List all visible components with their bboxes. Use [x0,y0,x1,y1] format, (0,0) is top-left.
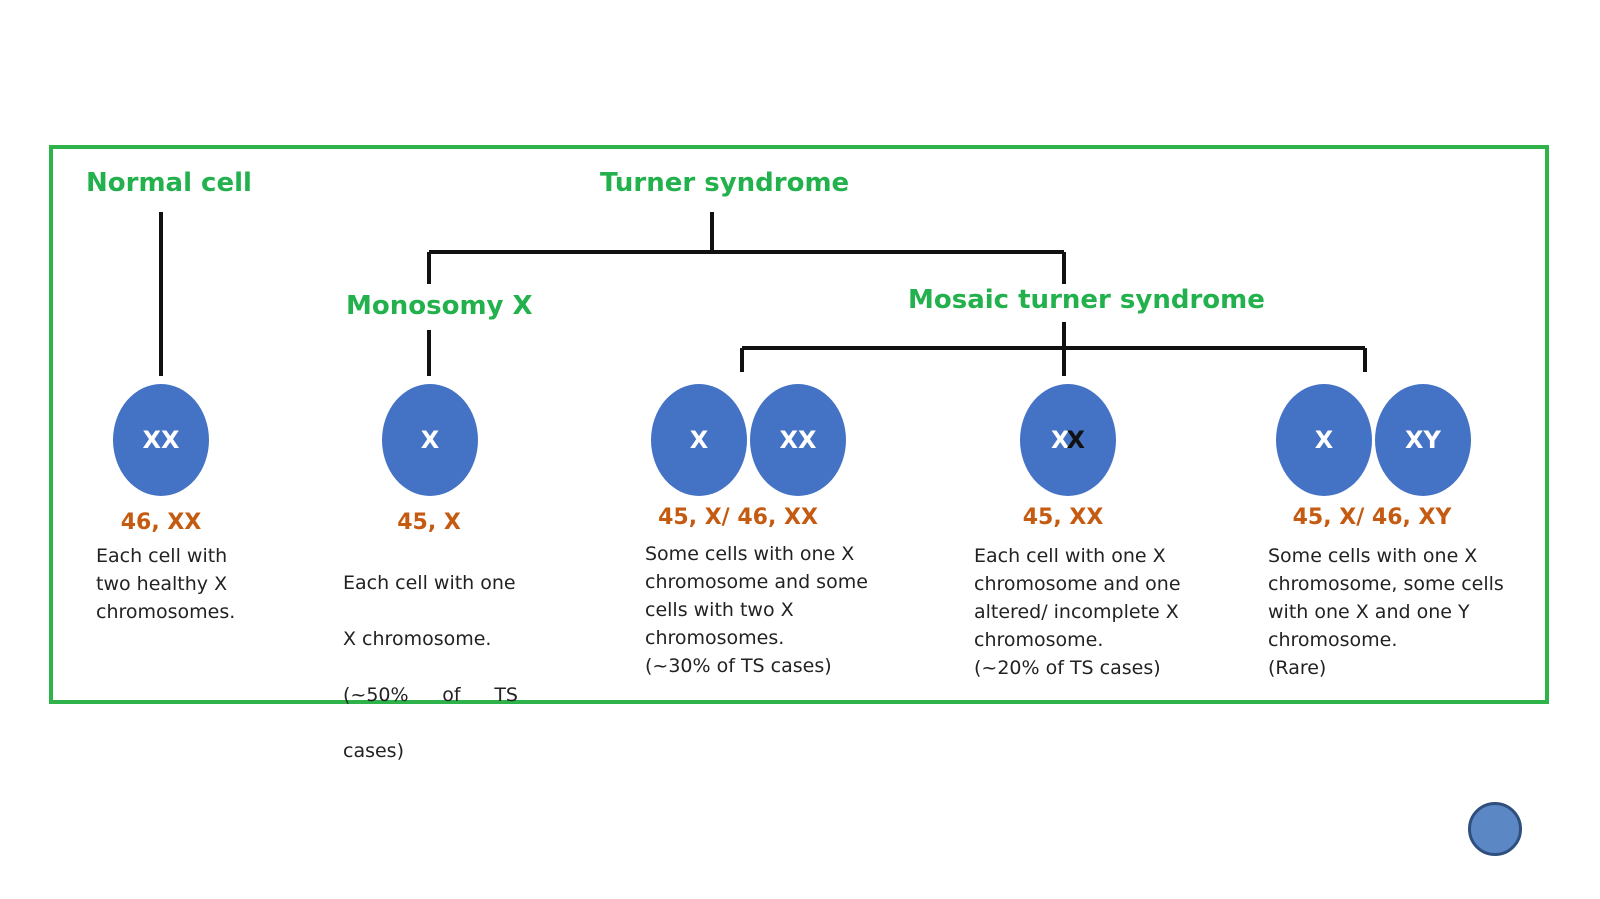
description-altered: Each cell with one X chromosome and one … [974,545,1181,679]
cell-mosaic-xy: XY [1375,384,1471,496]
description-normal: Each cell with two healthy X chromosomes… [96,545,236,623]
cell-altered-x-normal: X [1050,426,1070,454]
cell-mosaic-xy-x: X [1276,384,1372,496]
description-monosomy-line: Each cell with one [343,572,516,594]
karyotype-normal: 46, XX [120,510,202,535]
heading-mosaic-turner-syndrome: Mosaic turner syndrome [908,285,1265,315]
cell-altered-x-incomplete: X [1066,426,1086,454]
cell-mosaic-xx: XX [750,384,846,496]
description-monosomy-line: cases) [343,740,404,762]
karyotype-altered: 45, XX [1022,505,1104,530]
slide-nav-button[interactable] [1468,802,1522,856]
heading-monosomy-x: Monosomy X [346,291,533,321]
description-monosomy: Each cell with one X chromosome. (~50% o… [343,541,518,793]
cell-altered-xx: XX [1020,384,1116,496]
karyotype-mosaic-xx: 45, X/ 46, XX [658,505,818,530]
diagram-frame [49,145,1549,704]
cell-mosaic-x: X [651,384,747,496]
description-mosaic-xy: Some cells with one X chromosome, some c… [1268,545,1504,679]
karyotype-monosomy: 45, X [397,510,461,535]
karyotype-mosaic-xy: 45, X/ 46, XY [1292,505,1452,530]
cell-normal-xx: XX [113,384,209,496]
description-monosomy-line: X chromosome. [343,628,492,650]
description-mosaic-xx: Some cells with one X chromosome and som… [645,543,868,677]
heading-normal-cell: Normal cell [86,168,252,198]
cell-monosomy-x: X [382,384,478,496]
heading-turner-syndrome: Turner syndrome [600,168,850,198]
cell-altered-label: XX [1051,426,1085,454]
description-monosomy-line: (~50% of TS [343,684,518,706]
